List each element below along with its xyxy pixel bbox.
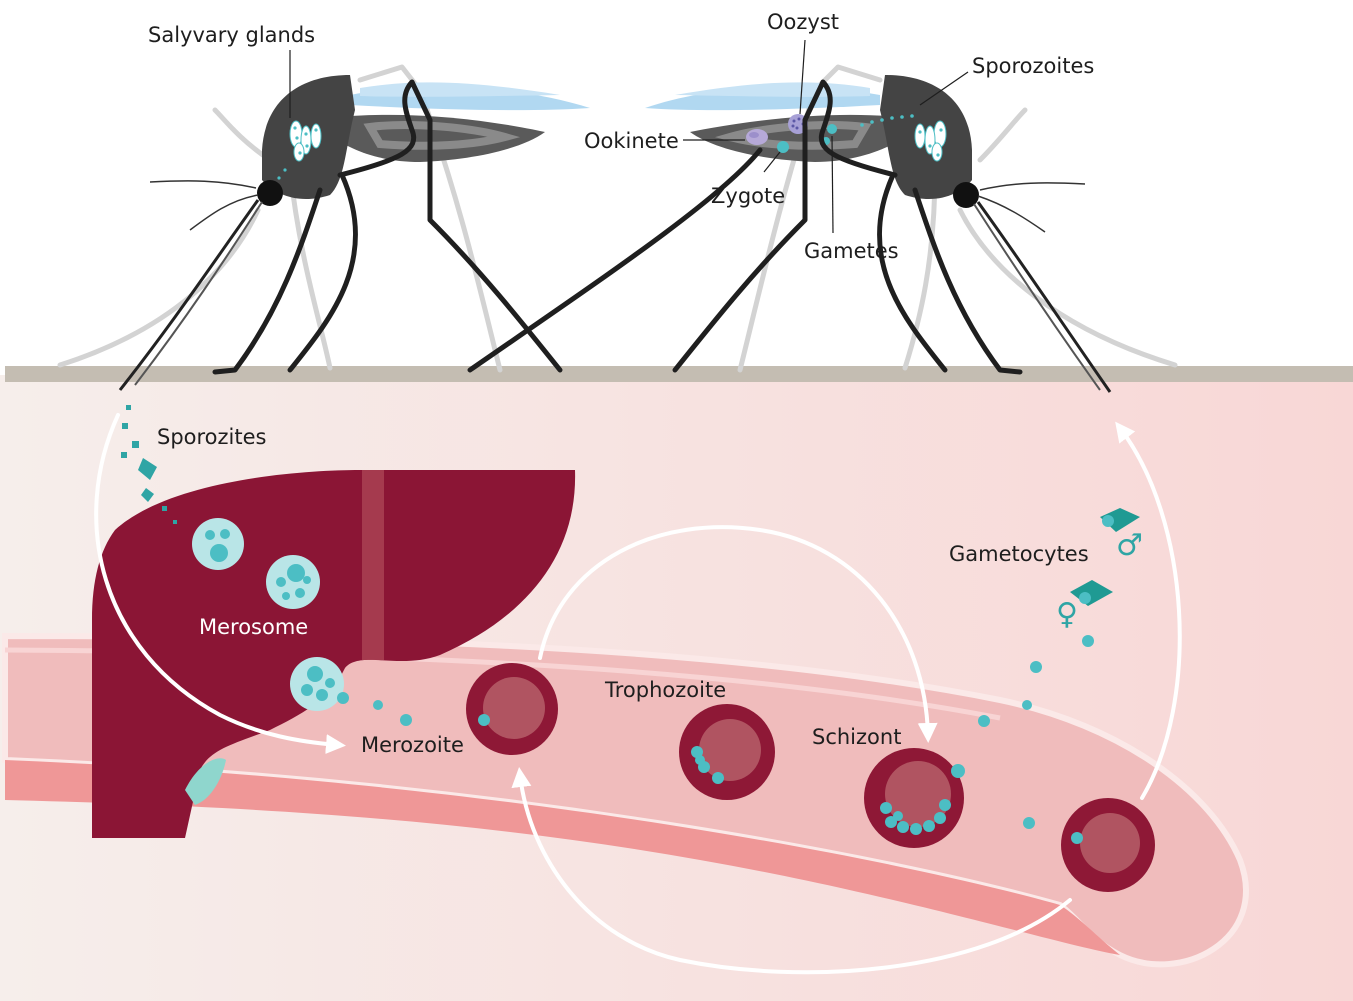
rbc-ring-stage	[466, 663, 558, 755]
label-gametocytes: Gametocytes	[949, 542, 1089, 566]
label-sporozoites-top: Sporozoites	[972, 54, 1094, 78]
label-zygote: Zygote	[711, 184, 785, 208]
merosome-cell	[266, 555, 320, 609]
rbc-trophozoite	[679, 704, 775, 800]
label-schizont: Schizont	[812, 725, 901, 749]
merosome-cell	[192, 518, 244, 570]
label-sporozites-bottom: Sporozites	[157, 425, 266, 449]
rbc-gametocyte	[1061, 798, 1155, 892]
label-ookinete: Ookinete	[584, 129, 679, 153]
right-mosquito	[470, 67, 1175, 392]
zygote-cell	[777, 141, 789, 153]
merosome-cell	[290, 657, 344, 711]
label-trophozoite: Trophozoite	[604, 678, 726, 702]
male-symbol: ♂	[1116, 528, 1143, 563]
female-symbol: ♀	[1056, 597, 1078, 632]
label-salivary-glands: Salyvary glands	[148, 23, 315, 47]
label-merosome: Merosome	[199, 615, 308, 639]
label-merozoite: Merozoite	[361, 733, 464, 757]
gamete-cell	[827, 124, 837, 134]
label-oozyst: Oozyst	[767, 10, 839, 34]
label-gametes: Gametes	[804, 239, 899, 263]
